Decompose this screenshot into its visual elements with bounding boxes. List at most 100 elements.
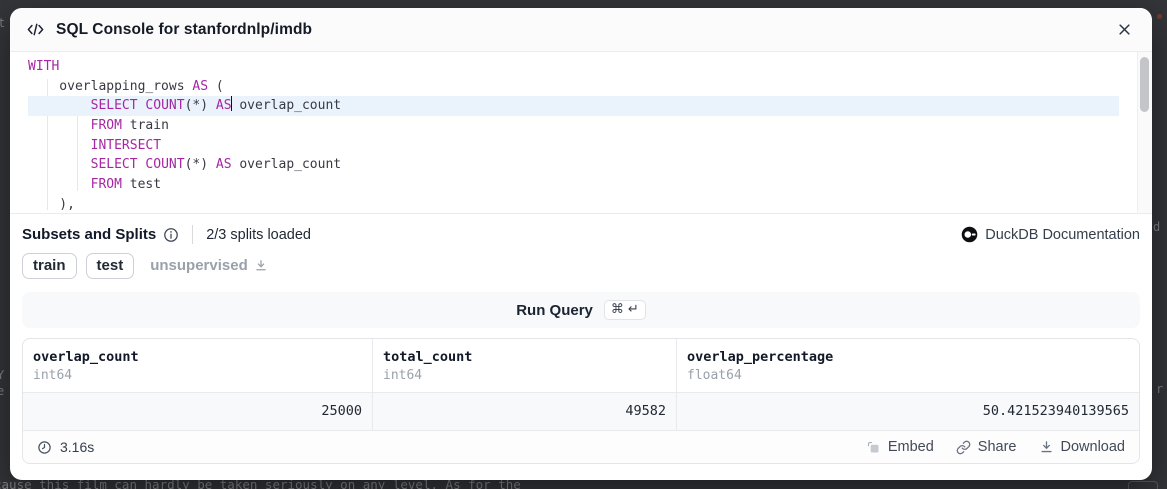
sql-text: (	[208, 78, 224, 94]
code-icon	[26, 20, 45, 39]
column-type: int64	[33, 368, 73, 383]
dialog-title: SQL Console for stanfordnlp/imdb	[56, 20, 313, 38]
code-line[interactable]: INTERSECT	[28, 136, 1134, 156]
sql-text	[28, 138, 91, 153]
keyboard-shortcut-badge: ⌘ ↵	[603, 300, 646, 320]
split-tag-label: train	[33, 257, 66, 274]
return-key-icon: ↵	[627, 302, 639, 317]
split-tag-train[interactable]: train	[22, 253, 77, 279]
dimmed-text-fragment: d	[1153, 220, 1161, 234]
code-line[interactable]: overlapping_rows AS (	[28, 77, 1134, 97]
vertical-divider	[192, 225, 194, 244]
dimmed-page-dot	[1157, 14, 1162, 19]
close-icon	[1117, 22, 1132, 37]
sql-text: overlap_count	[231, 157, 342, 173]
result-cell-overlap_percentage: 50.421523940139565	[982, 403, 1129, 419]
column-header-total_count: total_count int64	[373, 339, 677, 392]
duckdb-logo-icon	[961, 226, 978, 243]
download-icon	[1039, 440, 1054, 455]
run-query-label: Run Query	[516, 301, 593, 319]
share-button[interactable]: Share	[956, 439, 1017, 455]
share-link-icon	[956, 440, 971, 455]
results-footer: 3.16s Embed	[23, 430, 1139, 463]
run-query-button[interactable]: Run Query ⌘ ↵	[22, 292, 1140, 328]
elapsed-time: 3.16s	[37, 439, 94, 455]
download-button[interactable]: Download	[1039, 439, 1125, 455]
code-line-active[interactable]: SELECT COUNT(*) AS overlap_count	[28, 96, 1119, 117]
code-line[interactable]: WITH	[28, 57, 1134, 77]
sql-keyword: COUNT	[145, 157, 185, 173]
clock-icon	[37, 440, 52, 455]
sql-keyword: AS	[192, 78, 209, 94]
embed-button[interactable]: Embed	[866, 439, 934, 455]
column-name: overlap_count	[33, 349, 139, 365]
sql-text: (*)	[184, 157, 216, 173]
splits-loaded-status: 2/3 splits loaded	[206, 226, 311, 243]
split-tag-label: test	[96, 257, 124, 274]
dialog-body: Subsets and Splits 2/3 splits loaded	[10, 214, 1152, 480]
split-tag-test[interactable]: test	[85, 253, 135, 279]
elapsed-time-value: 3.16s	[60, 439, 95, 455]
download-icon	[254, 258, 268, 273]
sql-keyword: AS	[215, 98, 232, 114]
embed-icon	[866, 440, 881, 455]
dimmed-text-fragment: t	[0, 16, 6, 30]
cmd-key-icon: ⌘	[610, 302, 624, 317]
sql-keyword: FROM	[90, 118, 122, 134]
info-icon[interactable]	[163, 227, 179, 243]
share-label: Share	[977, 439, 1017, 455]
sql-keyword: FROM	[90, 177, 122, 193]
result-cell-total_count: 49582	[373, 393, 677, 430]
sql-text	[28, 177, 91, 192]
column-name: overlap_percentage	[687, 349, 834, 365]
split-tag-unsupervised[interactable]: unsupervised	[143, 253, 279, 279]
editor-scrollbar-thumb[interactable]	[1140, 57, 1149, 112]
code-line[interactable]: FROM test	[28, 175, 1134, 195]
duckdb-documentation-link[interactable]: DuckDB Documentation	[961, 226, 1140, 243]
code-area[interactable]: WITH overlapping_rows AS ( SELECT COUNT(…	[10, 52, 1152, 213]
code-line[interactable]: ),	[28, 195, 1134, 213]
sql-text	[28, 118, 91, 133]
column-type: float64	[687, 368, 742, 383]
sql-text	[28, 157, 91, 172]
sql-text: overlap_count	[231, 98, 342, 114]
code-line[interactable]: FROM train	[28, 116, 1134, 136]
sql-keyword: INTERSECT	[90, 137, 162, 153]
sql-text: ),	[28, 196, 75, 212]
column-header-overlap_count: overlap_count int64	[23, 339, 373, 392]
splits-heading: Subsets and Splits	[22, 226, 157, 243]
sql-keyword: SELECT	[90, 98, 138, 114]
dimmed-page-text: cause this film can hardly be taken seri…	[0, 477, 521, 489]
dimmed-text-fragment: r	[1156, 382, 1164, 396]
indent-guide	[47, 79, 48, 210]
dialog-header: SQL Console for stanfordnlp/imdb	[10, 8, 1152, 52]
result-cell-overlap_count: 25000	[23, 393, 373, 430]
duckdb-documentation-label: DuckDB Documentation	[985, 226, 1140, 243]
close-button[interactable]	[1113, 18, 1136, 41]
splits-meta-row: Subsets and Splits 2/3 splits loaded	[22, 225, 1140, 244]
split-tag-label: unsupervised	[150, 257, 248, 274]
dimmed-text-fragment: e	[0, 384, 5, 398]
footer-actions: Embed Share	[866, 439, 1125, 455]
editor-scrollbar[interactable]	[1137, 52, 1152, 213]
sql-text: overlapping_rows	[28, 78, 193, 94]
indent-guide	[77, 99, 78, 191]
text-cursor	[230, 96, 233, 112]
sql-keyword: COUNT	[145, 98, 185, 114]
column-name: total_count	[383, 349, 473, 365]
sql-console-dialog: SQL Console for stanfordnlp/imdb WITH ov…	[10, 8, 1152, 480]
column-type: int64	[383, 368, 423, 383]
sql-text: train	[121, 118, 169, 134]
sql-text: test	[121, 177, 162, 193]
sql-keyword: SELECT	[90, 157, 138, 173]
sql-keyword: AS	[215, 157, 232, 173]
column-header-overlap_percentage: overlap_percentage float64	[677, 339, 1139, 392]
split-tags: train test unsupervised	[22, 253, 1140, 279]
sql-editor[interactable]: WITH overlapping_rows AS ( SELECT COUNT(…	[10, 52, 1152, 214]
sql-text	[28, 98, 91, 113]
code-line[interactable]: SELECT COUNT(*) AS overlap_count	[28, 155, 1134, 175]
dimmed-kbd-fragment	[1128, 481, 1158, 489]
embed-label: Embed	[887, 439, 934, 455]
